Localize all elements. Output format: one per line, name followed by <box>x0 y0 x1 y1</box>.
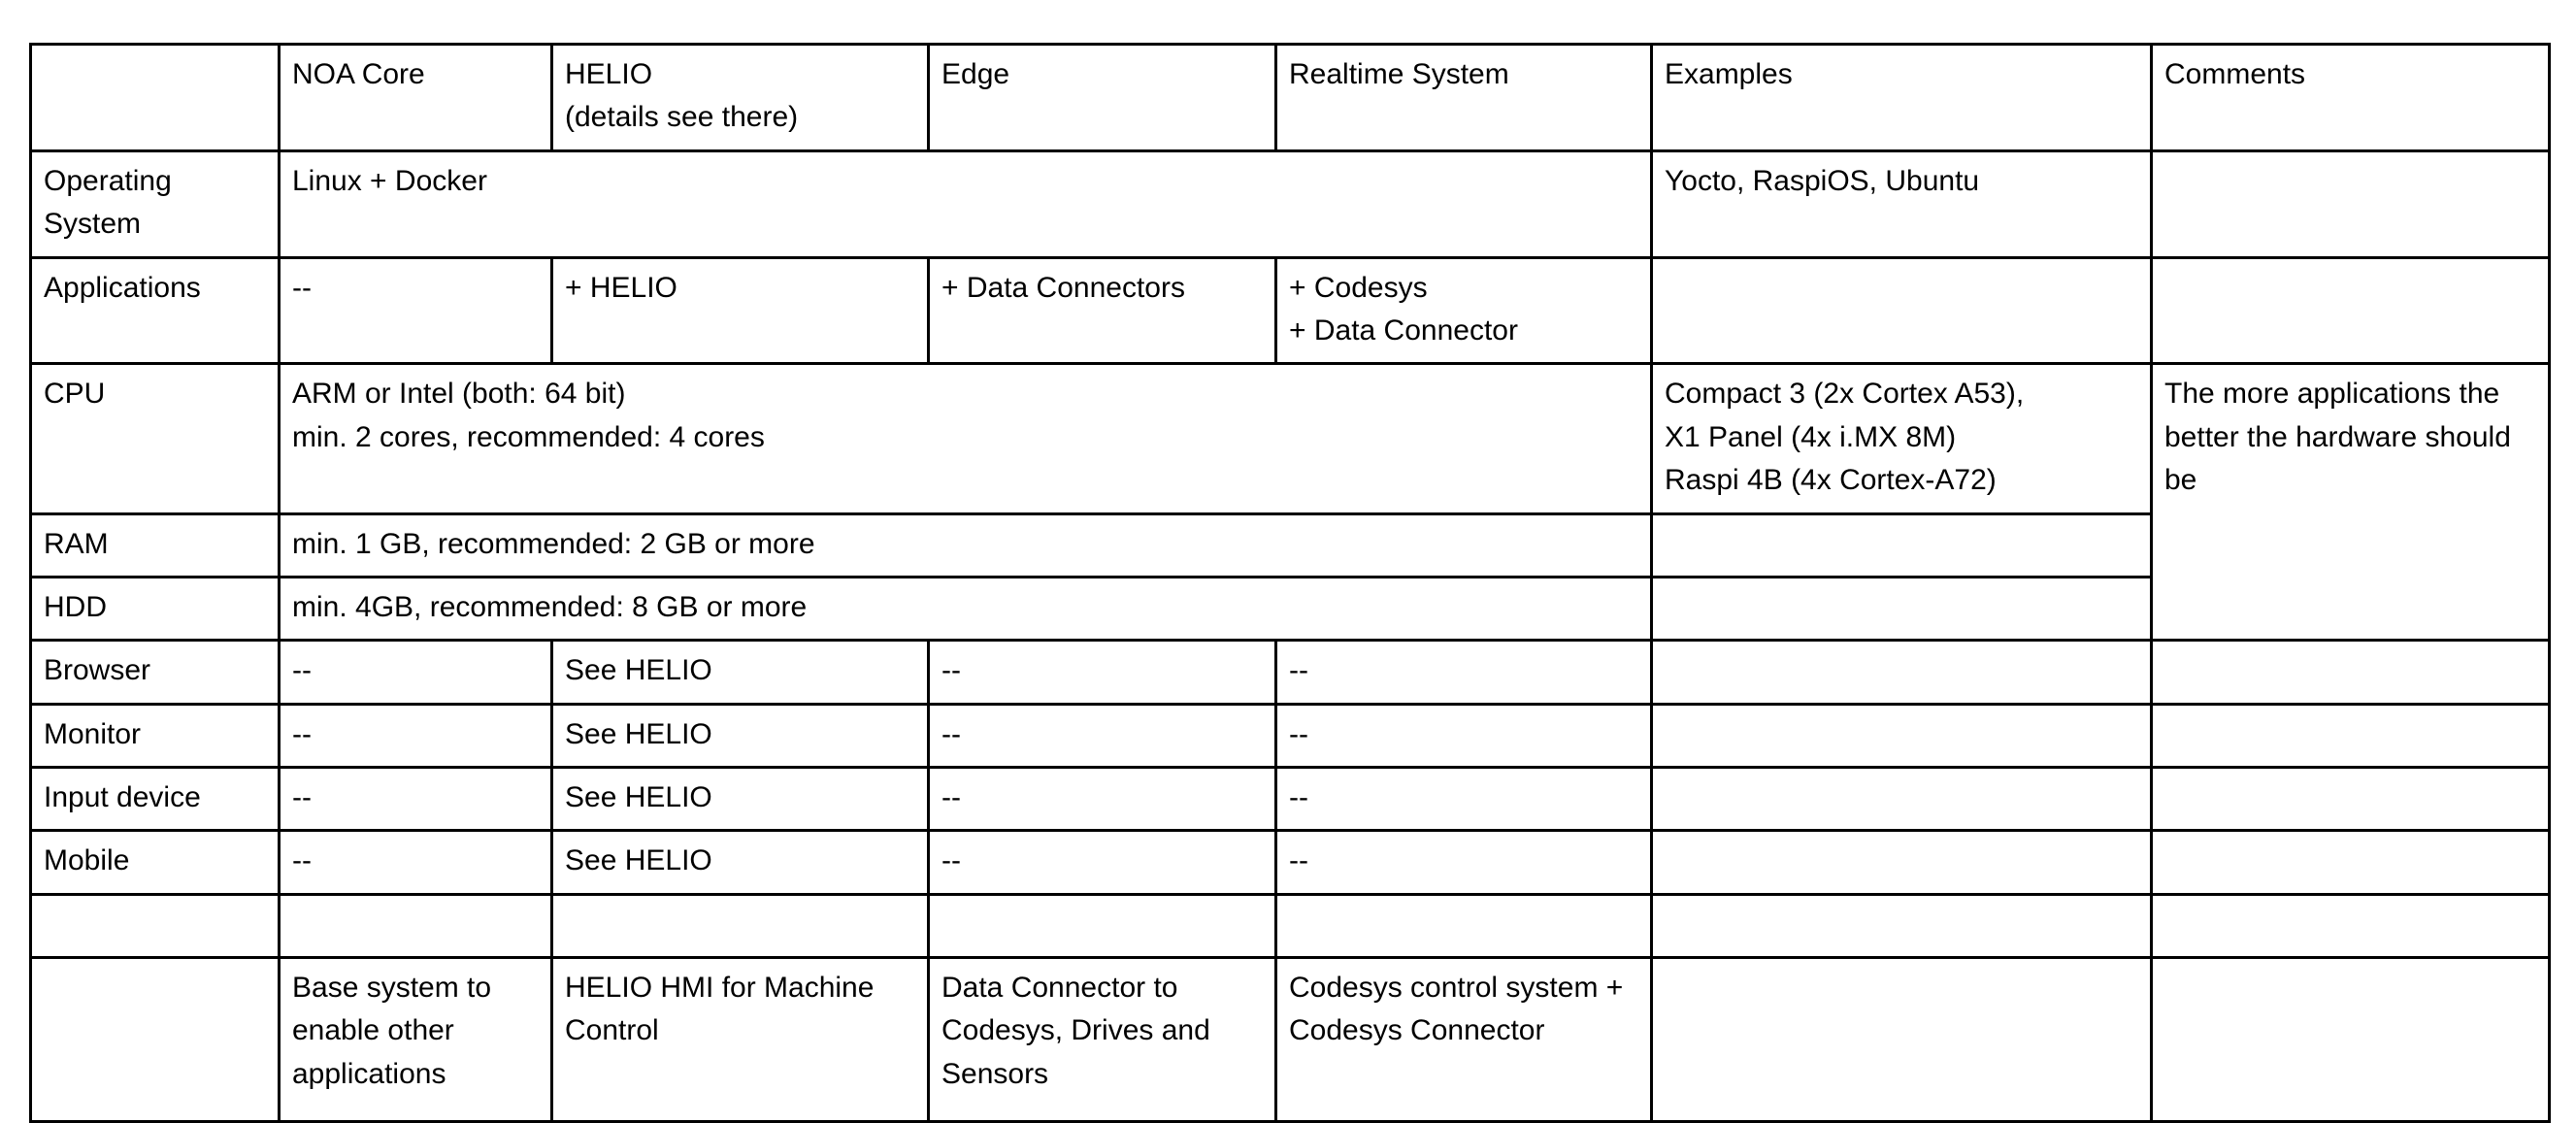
table-row-summary: Base system to enable other applications… <box>29 955 2551 1123</box>
cell-browser-helio: See HELIO <box>550 639 930 706</box>
row-label-input-device: Input device <box>29 766 281 833</box>
cell-cpu-examples-line1: Compact 3 (2x Cortex A53), <box>1665 378 2025 411</box>
table-row-mobile: Mobile -- See HELIO -- -- <box>29 829 2551 896</box>
cell-browser-comments <box>2150 639 2551 706</box>
cell-operating-system-examples: Yocto, RaspiOS, Ubuntu <box>1650 149 2153 259</box>
cell-operating-system-comments <box>2150 149 2551 259</box>
system-requirements-table: NOA Core HELIO (details see there) Edge … <box>29 43 2551 1123</box>
row-label-browser: Browser <box>29 639 281 706</box>
row-label-os-line2: System <box>44 208 142 241</box>
header-cell-empty <box>29 43 281 152</box>
row-label-mobile: Mobile <box>29 829 281 896</box>
header-helio-line2: (details see there) <box>565 101 799 134</box>
cell-blank-edge <box>927 892 1277 959</box>
cell-browser-examples <box>1650 639 2153 706</box>
cell-blank-noa-core <box>278 892 553 959</box>
cell-blank-label <box>29 892 281 959</box>
cell-hdd-all-variants: min. 4GB, recommended: 8 GB or more <box>278 575 1653 643</box>
cell-blank-helio <box>550 892 930 959</box>
cell-applications-realtime-line1: + Codesys <box>1289 271 1428 304</box>
table-row-applications: Applications -- + HELIO + Data Connector… <box>29 255 2551 366</box>
cell-input-device-helio: See HELIO <box>550 766 930 833</box>
cell-summary-realtime: Codesys control system + Codesys Connect… <box>1274 955 1653 1123</box>
cell-cpu-comments: The more applications the better the har… <box>2150 362 2551 643</box>
cell-input-device-examples <box>1650 766 2153 833</box>
table-row-monitor: Monitor -- See HELIO -- -- <box>29 702 2551 770</box>
header-helio-line1: HELIO <box>565 58 653 90</box>
cell-summary-comments <box>2150 955 2551 1123</box>
row-label-applications: Applications <box>29 255 281 366</box>
cell-browser-edge: -- <box>927 639 1277 706</box>
cell-cpu-examples-line2: X1 Panel (4x i.MX 8M) <box>1665 420 1957 453</box>
table-row-hdd: HDD min. 4GB, recommended: 8 GB or more <box>29 575 2550 643</box>
cell-input-device-noa-core: -- <box>278 766 553 833</box>
cell-blank-comments <box>2150 892 2551 959</box>
cell-applications-realtime-line2: + Data Connector <box>1289 314 1518 347</box>
page-canvas: NOA Core HELIO (details see there) Edge … <box>29 43 2551 1123</box>
header-cell-edge: Edge <box>927 43 1277 152</box>
cell-mobile-edge: -- <box>927 829 1277 896</box>
table-header-row: NOA Core HELIO (details see there) Edge … <box>29 43 2551 152</box>
cell-cpu-examples: Compact 3 (2x Cortex A53), X1 Panel (4x … <box>1650 362 2153 515</box>
cell-operating-system-all-variants: Linux + Docker <box>278 149 1653 259</box>
table-row-blank <box>29 892 2551 959</box>
cell-mobile-noa-core: -- <box>278 829 553 896</box>
table-row-input-device: Input device -- See HELIO -- -- <box>29 766 2551 833</box>
cell-ram-all-variants: min. 1 GB, recommended: 2 GB or more <box>278 512 1653 578</box>
table-row-operating-system: Operating System Linux + Docker Yocto, R… <box>29 149 2551 259</box>
header-cell-realtime-system: Realtime System <box>1274 43 1653 152</box>
cell-summary-edge: Data Connector to Codesys, Drives and Se… <box>927 955 1277 1123</box>
cell-cpu-examples-line3: Raspi 4B (4x Cortex-A72) <box>1665 464 1997 497</box>
cell-monitor-realtime: -- <box>1274 702 1653 770</box>
cell-ram-examples <box>1650 512 2153 578</box>
cell-applications-comments <box>2150 255 2551 366</box>
cell-cpu-line2: min. 2 cores, recommended: 4 cores <box>292 420 765 453</box>
row-label-monitor: Monitor <box>29 702 281 770</box>
table-row-ram: RAM min. 1 GB, recommended: 2 GB or more <box>29 512 2550 578</box>
row-label-cpu: CPU <box>29 362 281 515</box>
cell-summary-noa-core: Base system to enable other applications <box>278 955 553 1123</box>
header-cell-noa-core: NOA Core <box>278 43 553 152</box>
row-label-os-line1: Operating <box>44 164 172 197</box>
row-label-operating-system: Operating System <box>29 149 281 259</box>
table-row-cpu: CPU ARM or Intel (both: 64 bit) min. 2 c… <box>29 362 2551 643</box>
cell-applications-realtime: + Codesys + Data Connector <box>1274 255 1653 366</box>
cell-mobile-examples <box>1650 829 2153 896</box>
cell-monitor-noa-core: -- <box>278 702 553 770</box>
cell-applications-helio: + HELIO <box>550 255 930 366</box>
cell-hdd-examples <box>1650 575 2153 643</box>
cell-browser-noa-core: -- <box>278 639 553 706</box>
cell-input-device-comments <box>2150 766 2551 833</box>
header-cell-helio: HELIO (details see there) <box>550 43 930 152</box>
cell-mobile-comments <box>2150 829 2551 896</box>
row-label-hdd: HDD <box>29 575 281 643</box>
row-label-ram: RAM <box>29 512 281 578</box>
cell-applications-examples <box>1650 255 2153 366</box>
header-cell-comments: Comments <box>2150 43 2551 152</box>
cell-cpu-line1: ARM or Intel (both: 64 bit) <box>292 378 626 411</box>
cell-monitor-examples <box>1650 702 2153 770</box>
cell-monitor-helio: See HELIO <box>550 702 930 770</box>
cell-summary-label <box>29 955 281 1123</box>
cell-summary-helio: HELIO HMI for Machine Control <box>550 955 930 1123</box>
cell-blank-examples <box>1650 892 2153 959</box>
cell-applications-edge: + Data Connectors <box>927 255 1277 366</box>
cell-monitor-edge: -- <box>927 702 1277 770</box>
cell-summary-examples <box>1650 955 2153 1123</box>
header-cell-examples: Examples <box>1650 43 2153 152</box>
cell-mobile-realtime: -- <box>1274 829 1653 896</box>
cell-mobile-helio: See HELIO <box>550 829 930 896</box>
table-row-browser: Browser -- See HELIO -- -- <box>29 639 2551 706</box>
cell-cpu-all-variants: ARM or Intel (both: 64 bit) min. 2 cores… <box>278 362 1653 515</box>
cell-input-device-edge: -- <box>927 766 1277 833</box>
cell-input-device-realtime: -- <box>1274 766 1653 833</box>
cell-applications-noa-core: -- <box>278 255 553 366</box>
cell-blank-realtime <box>1274 892 1653 959</box>
cell-browser-realtime: -- <box>1274 639 1653 706</box>
cell-monitor-comments <box>2150 702 2551 770</box>
